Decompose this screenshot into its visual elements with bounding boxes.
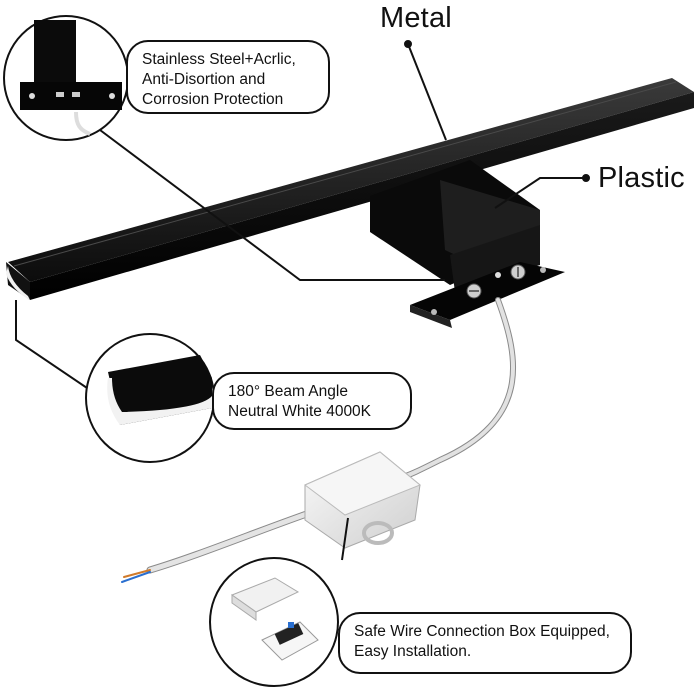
callout-connector-line2: Easy Installation.: [354, 643, 472, 660]
callout-material-line1: Stainless Steel+Acrlic,: [142, 51, 296, 68]
mounting-bracket: [370, 160, 565, 328]
leader-lines: [15, 40, 590, 561]
label-metal: Metal: [380, 2, 452, 34]
inset-junction-box-open: [209, 557, 339, 687]
callout-material-line3: Corrosion Protection: [142, 91, 284, 108]
callout-beam-line1: 180° Beam Angle: [228, 383, 348, 400]
inset-bracket-closeup: [3, 15, 129, 141]
callout-connector-line1: Safe Wire Connection Box Equipped,: [354, 623, 610, 640]
callout-beam: 180° Beam Angle Neutral White 4000K: [212, 372, 412, 430]
junction-box: [304, 451, 421, 549]
callout-beam-line2: Neutral White 4000K: [228, 403, 372, 420]
inset-diffuser-closeup: [85, 333, 215, 463]
callout-connector: Safe Wire Connection Box Equipped, Easy …: [338, 612, 632, 674]
lamp-bar: [6, 78, 694, 300]
callout-material: Stainless Steel+Acrlic, Anti-Disortion a…: [126, 40, 330, 114]
label-plastic: Plastic: [598, 162, 685, 194]
power-cable: [121, 297, 517, 583]
callout-material-line2: Anti-Disortion and: [142, 71, 266, 88]
